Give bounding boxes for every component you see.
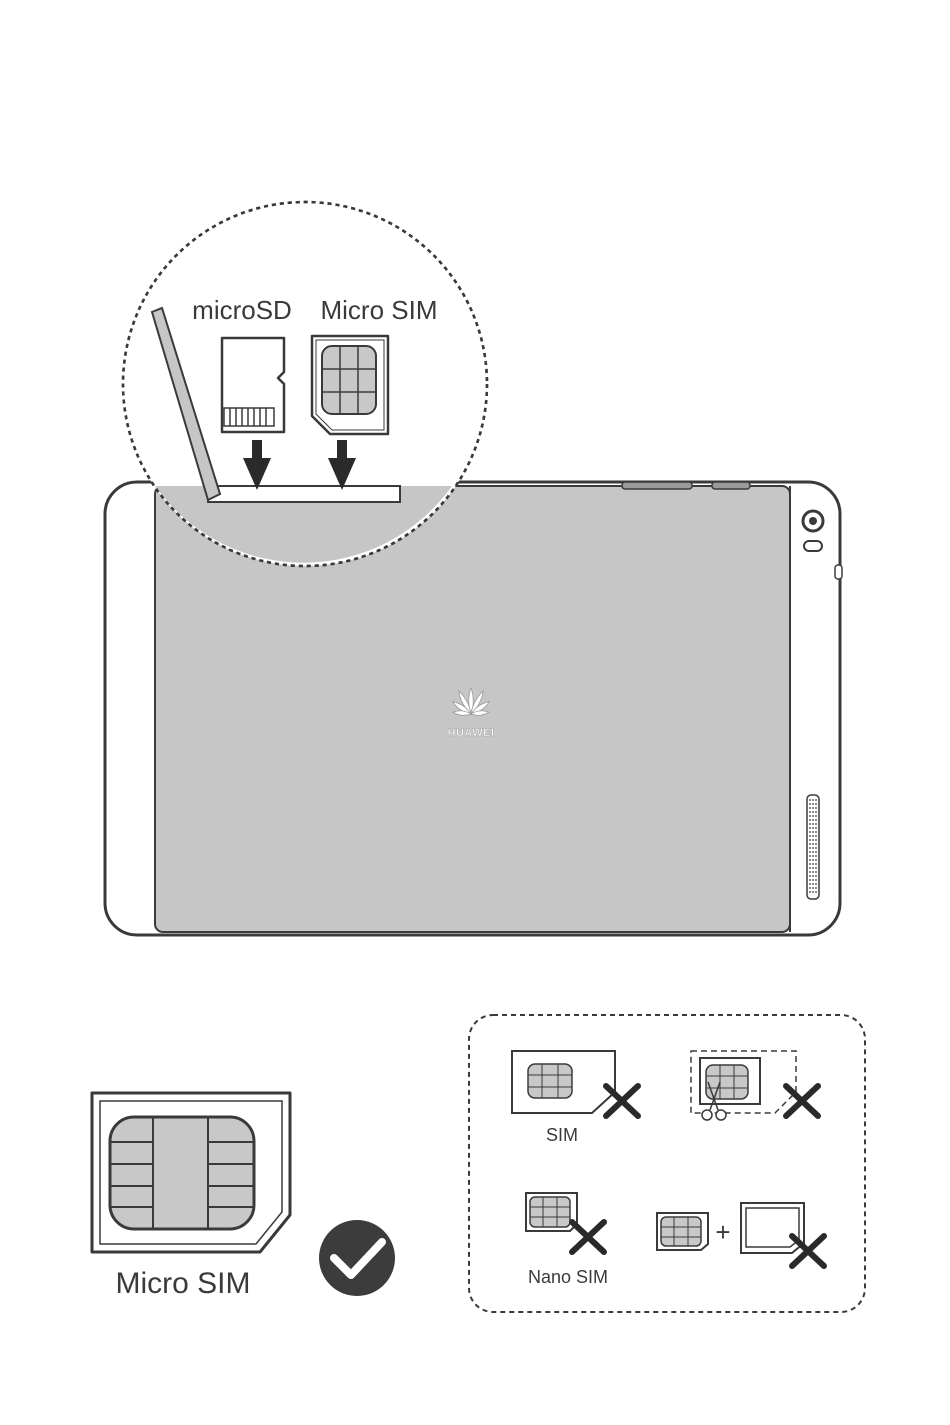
check-mark-icon (319, 1220, 395, 1296)
cross-icon (792, 1236, 824, 1266)
tablet: HUAWEI (105, 482, 842, 935)
sim-label: SIM (546, 1125, 578, 1145)
standard-sim-icon (512, 1051, 615, 1113)
flash-icon (804, 541, 822, 551)
power-button (712, 482, 750, 489)
microsd-card-icon (222, 338, 284, 432)
plus-sign: + (715, 1217, 730, 1247)
micro-sim-card-small-icon (312, 336, 388, 434)
incorrect-cards-box: SIM (469, 1015, 865, 1312)
micro-sim-correct: Micro SIM (92, 1093, 395, 1300)
cross-icon (786, 1086, 818, 1116)
cross-icon (606, 1086, 638, 1116)
nano-sim-with-adapter-icon: + (657, 1203, 804, 1253)
cross-icon (572, 1222, 604, 1252)
card-tray (208, 486, 400, 502)
micro-sim-card-label: Micro SIM (116, 1267, 251, 1300)
nano-sim-label: Nano SIM (528, 1267, 608, 1287)
volume-button (622, 482, 692, 489)
microsd-label: microSD (192, 295, 292, 325)
brand-logo-text: HUAWEI (448, 727, 495, 739)
sim-chip-icon (110, 1117, 254, 1229)
nano-sim-icon (526, 1193, 577, 1231)
cut-sim-icon (691, 1051, 796, 1120)
micro-sim-slot-label: Micro SIM (321, 295, 438, 325)
card-slot-zoom: microSD Micro SIM (123, 202, 487, 566)
